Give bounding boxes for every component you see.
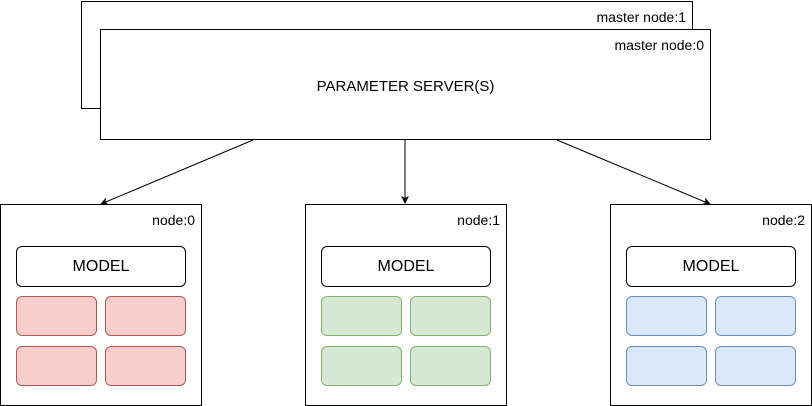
parameter-server-title: PARAMETER SERVER(S)	[316, 78, 495, 95]
node-0-tile	[105, 296, 186, 336]
master-node-1-label: master node:1	[596, 9, 687, 25]
node-0-model: MODEL	[16, 246, 186, 287]
node-1-label: node:1	[457, 212, 500, 228]
node-0-tile	[16, 346, 97, 386]
node-2-model: MODEL	[626, 246, 796, 287]
node-2-tile	[626, 346, 707, 386]
node-2-tile	[715, 296, 796, 336]
node-0-tile	[105, 346, 186, 386]
node-0-tile	[16, 296, 97, 336]
node-0-box: node:0 MODEL	[0, 204, 202, 406]
node-1-model: MODEL	[321, 246, 491, 287]
node-1-tile	[410, 296, 491, 336]
master-node-0-box: master node:0 PARAMETER SERVER(S)	[100, 29, 711, 140]
node-1-tile	[321, 296, 402, 336]
node-0-label: node:0	[152, 212, 195, 228]
node-1-tile	[410, 346, 491, 386]
node-1-tile	[321, 346, 402, 386]
node-2-tile	[626, 296, 707, 336]
node-2-tile	[715, 346, 796, 386]
arrow-to-node-0	[100, 139, 254, 205]
node-2-label: node:2	[762, 212, 805, 228]
arrow-to-node-2	[556, 139, 711, 205]
master-node-0-label: master node:0	[614, 37, 705, 53]
node-1-box: node:1 MODEL	[305, 204, 507, 406]
node-2-box: node:2 MODEL	[610, 204, 812, 406]
